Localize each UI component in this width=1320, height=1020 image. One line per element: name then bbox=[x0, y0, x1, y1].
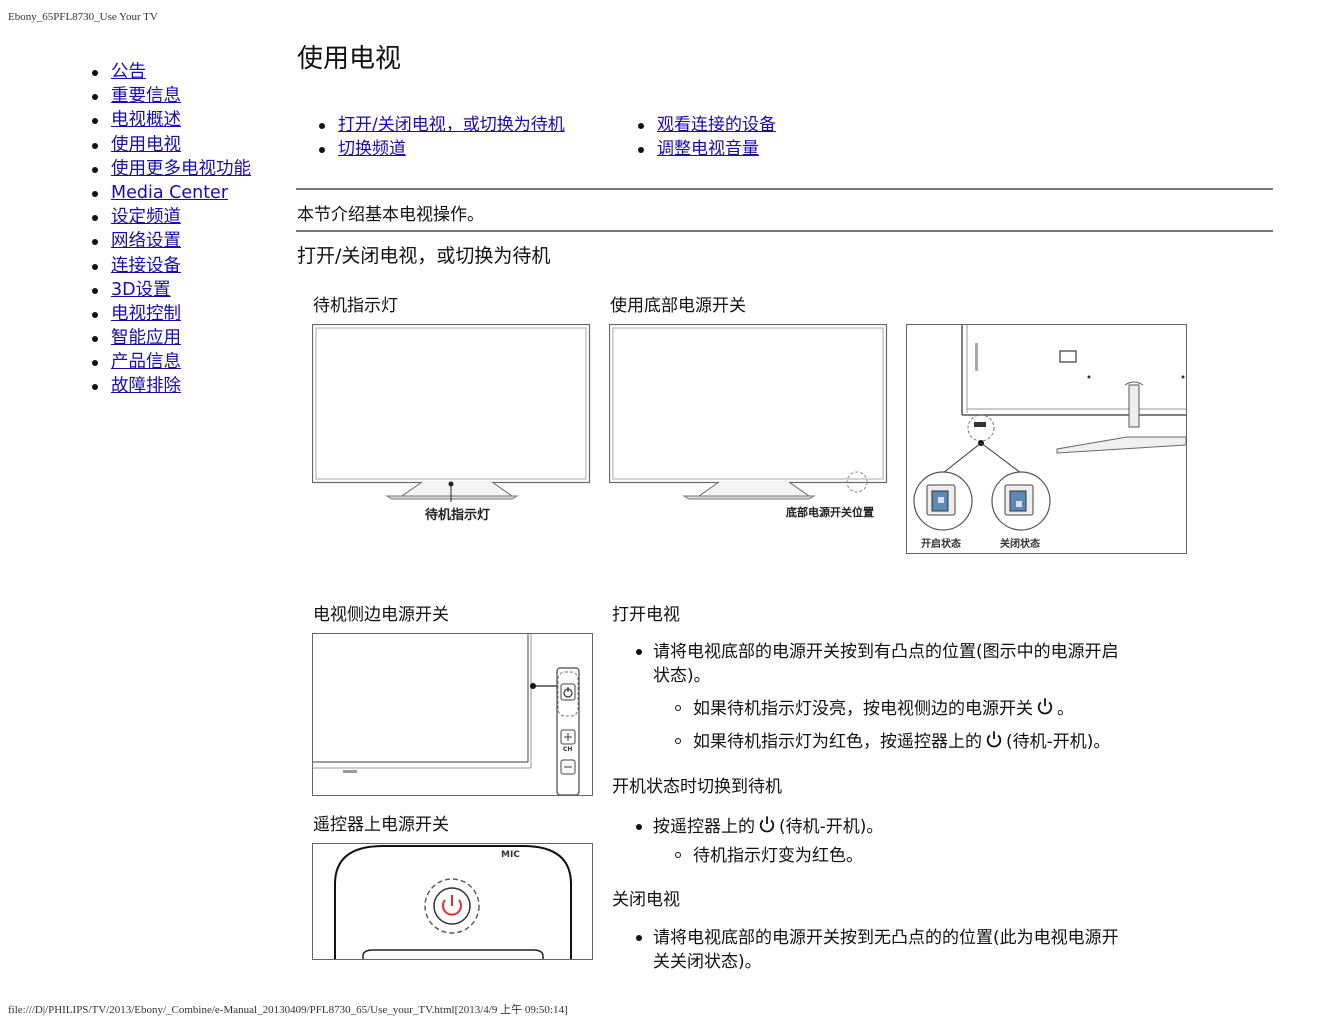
label-ch: CH bbox=[563, 746, 573, 753]
caption-standby-light: 待机指示灯 bbox=[313, 296, 398, 316]
nav-item: 使用电视 bbox=[88, 133, 251, 157]
bullet-standby-text: (待机-开机)。 bbox=[779, 817, 884, 837]
divider bbox=[296, 188, 1273, 190]
heading-turn-on: 打开电视 bbox=[612, 605, 680, 625]
page-footer: file:///D|/PHILIPS/TV/2013/Ebony/_Combin… bbox=[8, 1004, 568, 1016]
intro-text: 本节介绍基本电视操作。 bbox=[297, 205, 484, 225]
power-icon bbox=[986, 731, 1002, 748]
tv-side-illustration bbox=[313, 634, 580, 795]
toc-link-channel[interactable]: 切换频道 bbox=[338, 139, 406, 159]
nav-item: 故障排除 bbox=[88, 374, 251, 398]
page-title: 使用电视 bbox=[297, 44, 402, 74]
bullet-standby-text: 按遥控器上的 bbox=[653, 817, 755, 837]
nav-link-notice[interactable]: 公告 bbox=[111, 62, 146, 82]
nav-item: 使用更多电视功能 bbox=[88, 157, 251, 181]
section-title: 打开/关闭电视，或切换为待机 bbox=[297, 245, 551, 267]
bullet-turn-off-line2: 关关闭状态)。 bbox=[653, 952, 762, 972]
nav-item: 网络设置 bbox=[88, 229, 251, 253]
nav-item: 公告 bbox=[88, 60, 251, 84]
figure-standby-light: 待机指示灯 bbox=[312, 324, 591, 524]
page-header: Ebony_65PFL8730_Use Your TV bbox=[8, 11, 158, 23]
nav-link-3d[interactable]: 3D设置 bbox=[111, 279, 171, 300]
toc-item: 打开/关闭电视，或切换为待机 bbox=[316, 114, 565, 138]
nav-link-more-features[interactable]: 使用更多电视功能 bbox=[111, 158, 251, 179]
figure-bottom-switch: 底部电源开关位置 bbox=[609, 324, 888, 524]
toc-item: 观看连接的设备 bbox=[635, 114, 776, 138]
sub-bullet-text: 。 bbox=[1057, 699, 1074, 719]
nav-link-overview[interactable]: 电视概述 bbox=[111, 110, 181, 131]
nav-link-channels[interactable]: 设定频道 bbox=[111, 207, 181, 228]
bullet-standby: 按遥控器上的 (待机-开机)。 bbox=[635, 815, 884, 839]
nav-item: 连接设备 bbox=[88, 254, 251, 278]
bullet-turn-off-line1: 请将电视底部的电源开关按到无凸点的的位置(此为电视电源开 bbox=[653, 928, 1119, 948]
divider bbox=[296, 230, 1273, 232]
figure-side-switch: CH bbox=[312, 633, 593, 796]
caption-side-switch: 电视侧边电源开关 bbox=[313, 605, 449, 625]
label-on-state: 开启状态 bbox=[921, 539, 961, 550]
sub-bullet-side-switch: 如果待机指示灯没亮，按电视侧边的电源开关 。 bbox=[675, 697, 1074, 721]
power-icon bbox=[759, 816, 775, 833]
sub-bullet-standby: 待机指示灯变为红色。 bbox=[675, 844, 863, 868]
toc-item: 切换频道 bbox=[316, 138, 565, 162]
toc-link-volume[interactable]: 调整电视音量 bbox=[657, 139, 759, 159]
toc-link-power[interactable]: 打开/关闭电视，或切换为待机 bbox=[338, 115, 565, 135]
bullet-turn-off: 请将电视底部的电源开关按到无凸点的的位置(此为电视电源开 关关闭状态)。 bbox=[636, 926, 1119, 974]
heading-turn-off: 关闭电视 bbox=[612, 890, 680, 910]
nav-item: 3D设置 bbox=[88, 278, 251, 302]
label-off-state: 关闭状态 bbox=[1000, 539, 1040, 550]
caption-bottom-switch: 使用底部电源开关 bbox=[610, 296, 746, 316]
sub-bullet-text: 如果待机指示灯没亮，按电视侧边的电源开关 bbox=[693, 699, 1033, 719]
nav-link-troubleshoot[interactable]: 故障排除 bbox=[111, 376, 181, 397]
tv-front-switch-illustration bbox=[609, 324, 888, 500]
nav-item: 产品信息 bbox=[88, 350, 251, 374]
power-icon bbox=[1037, 698, 1053, 715]
nav-item: 智能应用 bbox=[88, 326, 251, 350]
tv-front-illustration bbox=[312, 324, 591, 502]
toc-item: 调整电视音量 bbox=[635, 138, 776, 162]
sub-bullet-text: 待机指示灯变为红色。 bbox=[693, 846, 863, 866]
toc-right: 观看连接的设备 调整电视音量 bbox=[635, 114, 776, 162]
nav-item: 重要信息 bbox=[88, 84, 251, 108]
bullet-turn-on: 请将电视底部的电源开关按到有凸点的位置(图示中的电源开启 状态)。 bbox=[636, 640, 1119, 688]
nav-link-media-center[interactable]: Media Center bbox=[111, 182, 229, 203]
sub-bullet-remote: 如果待机指示灯为红色，按遥控器上的 (待机-开机)。 bbox=[674, 730, 1111, 754]
figure-remote-switch: MIC bbox=[312, 843, 593, 960]
bullet-turn-on-line2: 状态)。 bbox=[653, 666, 711, 686]
nav-link-product-info[interactable]: 产品信息 bbox=[111, 352, 181, 373]
nav-item: 电视控制 bbox=[88, 302, 251, 326]
nav-link-tv-control[interactable]: 电视控制 bbox=[111, 303, 181, 324]
toc-left: 打开/关闭电视，或切换为待机 切换频道 bbox=[316, 114, 565, 162]
sub-bullet-text: 如果待机指示灯为红色，按遥控器上的 bbox=[693, 732, 982, 752]
toc-link-devices[interactable]: 观看连接的设备 bbox=[657, 115, 776, 135]
caption-remote-switch: 遥控器上电源开关 bbox=[313, 815, 449, 835]
nav-link-important[interactable]: 重要信息 bbox=[111, 86, 181, 107]
sub-bullet-text: (待机-开机)。 bbox=[1006, 732, 1111, 752]
remote-illustration bbox=[334, 845, 572, 959]
figure-switch-detail: 开启状态 关闭状态 bbox=[906, 324, 1187, 554]
bullet-turn-on-line1: 请将电视底部的电源开关按到有凸点的位置(图示中的电源开启 bbox=[653, 642, 1119, 662]
nav-link-use-tv[interactable]: 使用电视 bbox=[111, 134, 181, 155]
nav-link-smart-apps[interactable]: 智能应用 bbox=[111, 328, 181, 349]
nav-link-network[interactable]: 网络设置 bbox=[111, 231, 181, 252]
sidebar-nav: 公告 重要信息 电视概述 使用电视 使用更多电视功能 Media Center … bbox=[88, 60, 251, 399]
label-standby-light: 待机指示灯 bbox=[425, 508, 491, 523]
nav-item: Media Center bbox=[88, 181, 251, 205]
nav-item: 设定频道 bbox=[88, 205, 251, 229]
heading-standby: 开机状态时切换到待机 bbox=[612, 777, 782, 797]
nav-item: 电视概述 bbox=[88, 108, 251, 132]
nav-link-connect[interactable]: 连接设备 bbox=[111, 255, 181, 276]
label-mic: MIC bbox=[501, 850, 520, 860]
label-bottom-switch-position: 底部电源开关位置 bbox=[786, 506, 874, 519]
tv-rear-switch-illustration bbox=[913, 325, 1186, 531]
